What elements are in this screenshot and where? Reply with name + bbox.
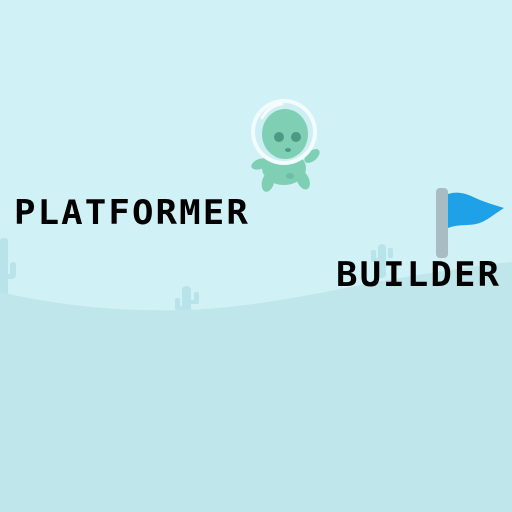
cactus-icon (175, 286, 199, 316)
goal-flag-icon (436, 188, 504, 258)
cactus-icon (0, 238, 16, 298)
cactus-icon (371, 244, 393, 278)
title-platformer: PLATFORMER (14, 193, 250, 233)
title-builder: BUILDER (336, 255, 502, 295)
alien-astronaut-icon (251, 99, 320, 192)
ground-hill (0, 262, 512, 512)
